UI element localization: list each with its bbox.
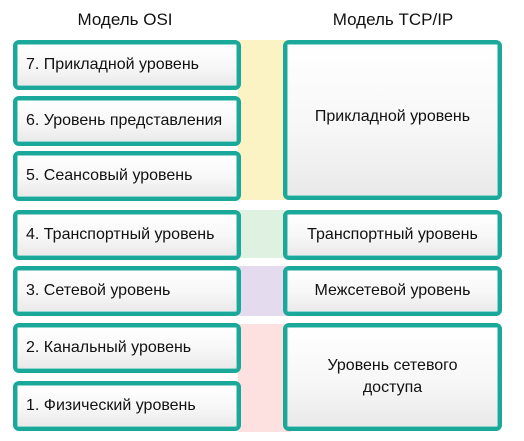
osi-layer-7: 7. Прикладной уровень bbox=[13, 40, 241, 90]
osi-layer-1: 1. Физический уровень bbox=[13, 381, 241, 431]
osi-layer-label: 2. Канальный уровень bbox=[26, 339, 192, 356]
tcpip-layer-transport: Транспортный уровень bbox=[283, 210, 502, 260]
osi-layer-4: 4. Транспортный уровень bbox=[13, 210, 241, 260]
osi-layer-3: 3. Сетевой уровень bbox=[13, 266, 241, 316]
osi-layer-label: 1. Физический уровень bbox=[26, 397, 196, 414]
osi-layer-2: 2. Канальный уровень bbox=[13, 323, 241, 373]
osi-layer-label: 4. Транспортный уровень bbox=[26, 226, 215, 243]
tcpip-layer-label: Уровень сетевого доступа bbox=[327, 357, 458, 396]
osi-layer-6: 6. Уровень представления bbox=[13, 96, 241, 146]
osi-layer-5: 5. Сеансовый уровень bbox=[13, 151, 241, 201]
tcpip-layer-application: Прикладной уровень bbox=[283, 40, 502, 200]
tcpip-layer-label: Транспортный уровень bbox=[307, 226, 478, 243]
tcpip-heading: Модель TCP/IP bbox=[332, 10, 454, 29]
osi-layer-label: 7. Прикладной уровень bbox=[26, 56, 199, 73]
tcpip-layer-network-access: Уровень сетевого доступа bbox=[283, 323, 502, 431]
osi-layer-label: 3. Сетевой уровень bbox=[26, 282, 171, 299]
tcpip-layer-internet: Межсетевой уровень bbox=[283, 266, 502, 316]
osi-layer-label: 5. Сеансовый уровень bbox=[26, 167, 193, 184]
osi-layer-label: 6. Уровень представления bbox=[26, 112, 223, 129]
tcpip-layer-label: Прикладной уровень bbox=[314, 107, 471, 125]
osi-heading: Модель OSI bbox=[77, 10, 173, 29]
tcpip-layer-label: Межсетевой уровень bbox=[314, 282, 471, 299]
